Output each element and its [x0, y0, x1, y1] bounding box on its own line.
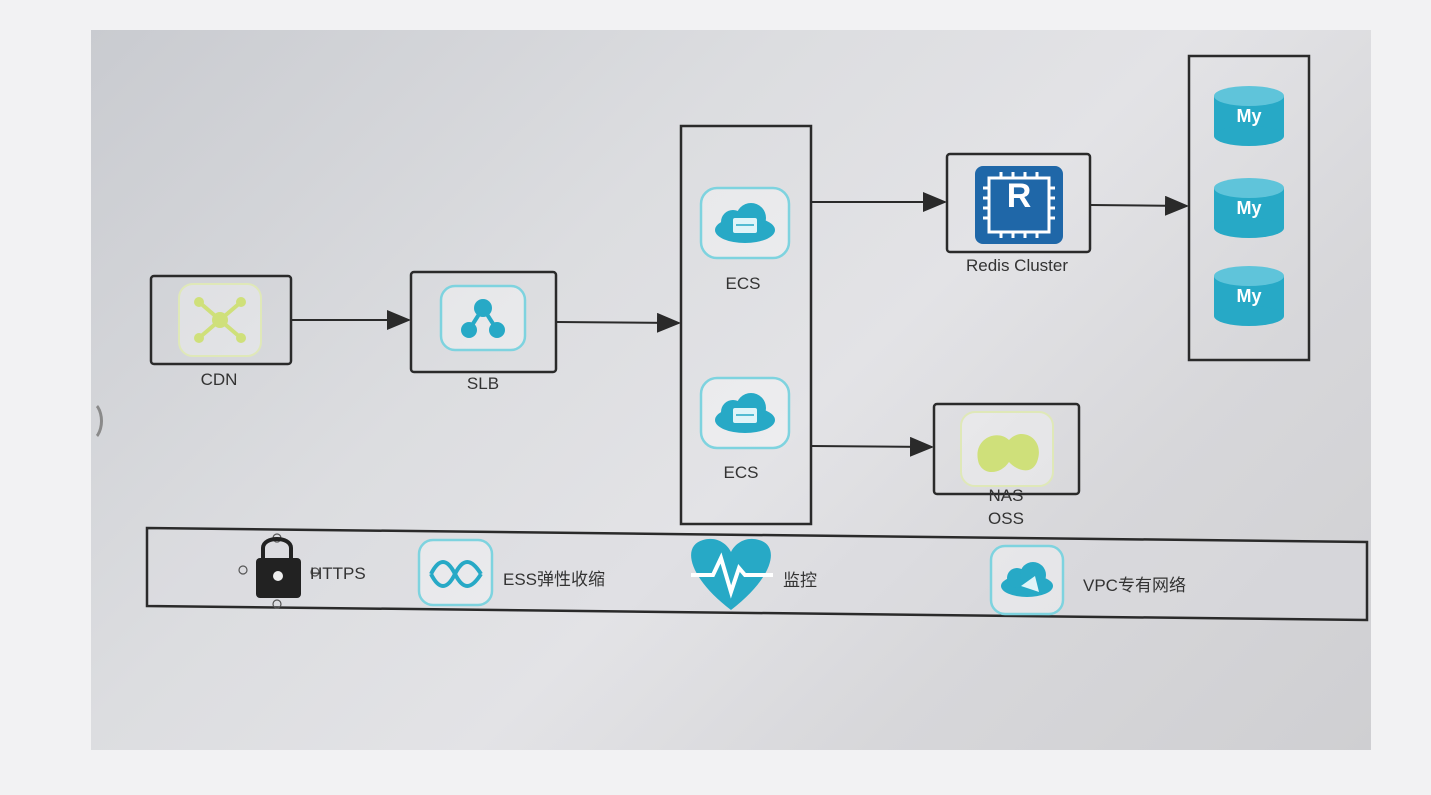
wave-icon	[417, 538, 494, 607]
storage-icon	[960, 411, 1054, 487]
nas-label: NAS	[988, 486, 1024, 505]
arrow-redis-mysql	[1090, 195, 1189, 216]
redis-chip-letter: R	[1006, 177, 1032, 215]
lock-icon	[238, 533, 320, 609]
mysql-group-box	[1187, 54, 1311, 362]
slb-node	[409, 270, 558, 374]
cdn-label: CDN	[200, 370, 238, 389]
ess-label: ESS弹性收缩	[503, 570, 606, 589]
arrow-ecs-nas	[810, 436, 934, 457]
vpc-label: VPC专有网络	[1083, 576, 1186, 595]
diagram-photo: CDN SLB ECS ECS Redis Cluster R NAS OSS …	[91, 30, 1371, 750]
ecs-bottom-icon	[699, 376, 791, 450]
mysql-db-3	[1214, 266, 1284, 326]
mysql-badge-3: My	[1236, 286, 1262, 306]
architecture-diagram	[145, 54, 1369, 622]
ecs-bottom-label: ECS	[723, 463, 759, 482]
https-label: HTTPS	[310, 564, 366, 583]
edge-partial-circle	[91, 400, 103, 442]
ecs-top-icon	[699, 186, 791, 260]
nas-oss-node	[932, 402, 1081, 496]
oss-label: OSS	[988, 509, 1024, 528]
mysql-badge-2: My	[1236, 198, 1262, 218]
cdn-network-icon	[178, 283, 262, 357]
redis-chip-icon	[975, 166, 1063, 244]
load-balancer-icon	[439, 284, 527, 352]
arrow-slb-ecs	[556, 312, 681, 333]
redis-label: Redis Cluster	[965, 256, 1069, 275]
mysql-db-2	[1214, 178, 1284, 238]
redis-node	[945, 152, 1092, 254]
slb-label: SLB	[466, 374, 500, 393]
ecs-top-label: ECS	[725, 274, 761, 293]
cdn-node	[149, 274, 293, 366]
mysql-db-1	[1214, 86, 1284, 146]
ecs-group-box	[679, 124, 813, 526]
vpc-cloud-icon	[989, 544, 1065, 616]
monitor-label: 监控	[783, 571, 817, 590]
heart-monitor-icon	[691, 538, 773, 610]
mysql-badge-1: My	[1236, 106, 1262, 126]
